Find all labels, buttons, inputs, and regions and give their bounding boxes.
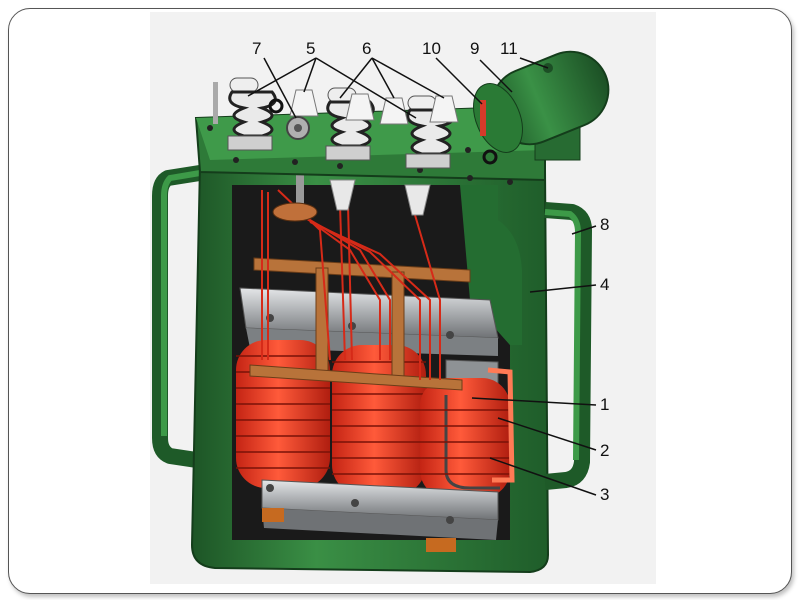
label-3: 3 xyxy=(600,485,609,504)
label-11: 11 xyxy=(500,39,518,58)
lead-wires xyxy=(261,189,441,380)
conservator-9 xyxy=(473,50,610,153)
label-8: 8 xyxy=(600,215,609,234)
leader-lines xyxy=(247,57,597,496)
label-9: 9 xyxy=(470,39,479,58)
inner-bushings xyxy=(329,179,431,216)
thermometer-post xyxy=(213,82,218,124)
lifting-eye-right xyxy=(482,149,498,165)
label-10: 10 xyxy=(422,39,441,58)
clamping-frame xyxy=(249,257,471,391)
coil-middle xyxy=(332,345,426,495)
left-handle xyxy=(152,164,212,470)
foot-left xyxy=(262,508,284,522)
lv-bushings xyxy=(289,89,459,125)
lifting-eye-left xyxy=(268,98,284,114)
tap-changer-shaft xyxy=(296,150,304,210)
label-4: 4 xyxy=(600,275,609,294)
label-5: 5 xyxy=(306,39,315,58)
coil-right-3 xyxy=(420,378,510,498)
tap-changer-drive-7 xyxy=(286,116,310,140)
winding-2 xyxy=(487,367,515,483)
label-1: 1 xyxy=(600,395,609,414)
right-handle-8 xyxy=(544,202,592,490)
hv-bushing-left xyxy=(227,77,277,151)
foot-right xyxy=(426,538,456,552)
lower-yoke xyxy=(261,479,499,540)
tap-changer-switch xyxy=(272,202,318,222)
label-6: 6 xyxy=(362,39,371,58)
label-2: 2 xyxy=(600,441,609,460)
oil-level-gauge-10 xyxy=(480,100,486,136)
label-7: 7 xyxy=(252,39,261,58)
